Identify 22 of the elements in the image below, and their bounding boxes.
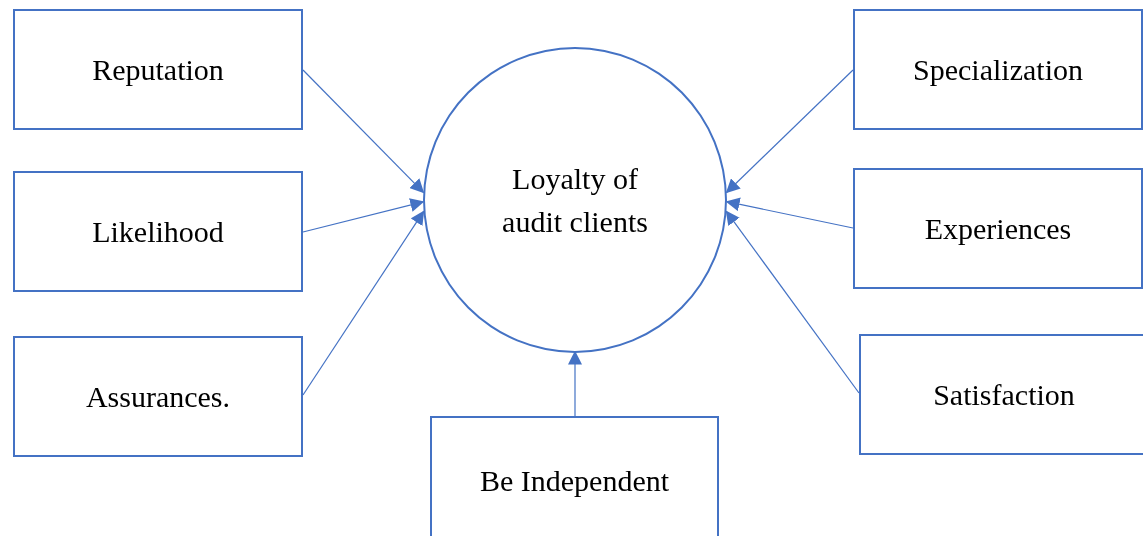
arrow (302, 210, 425, 396)
node-label: Be Independent (479, 463, 670, 500)
node-label: Loyalty of audit clients (501, 160, 649, 240)
factor-box (13, 336, 303, 457)
factor-box (859, 334, 1143, 455)
factor-box (13, 171, 303, 292)
factor-box (430, 416, 719, 536)
node-label: Assurances. (85, 378, 231, 415)
node-label: Satisfaction (933, 376, 1075, 413)
arrow (725, 197, 854, 229)
arrow (568, 350, 582, 417)
node-label: Likelihood (92, 213, 224, 250)
arrow (302, 198, 425, 233)
arrow (725, 210, 860, 394)
factor-box (853, 168, 1143, 289)
node-label: Reputation (92, 51, 224, 88)
arrow (725, 69, 854, 194)
factor-box (13, 9, 303, 130)
factor-box (853, 9, 1143, 130)
node-label: Specialization (913, 51, 1083, 88)
node-label: Experiences (924, 210, 1072, 247)
arrow (302, 69, 425, 194)
